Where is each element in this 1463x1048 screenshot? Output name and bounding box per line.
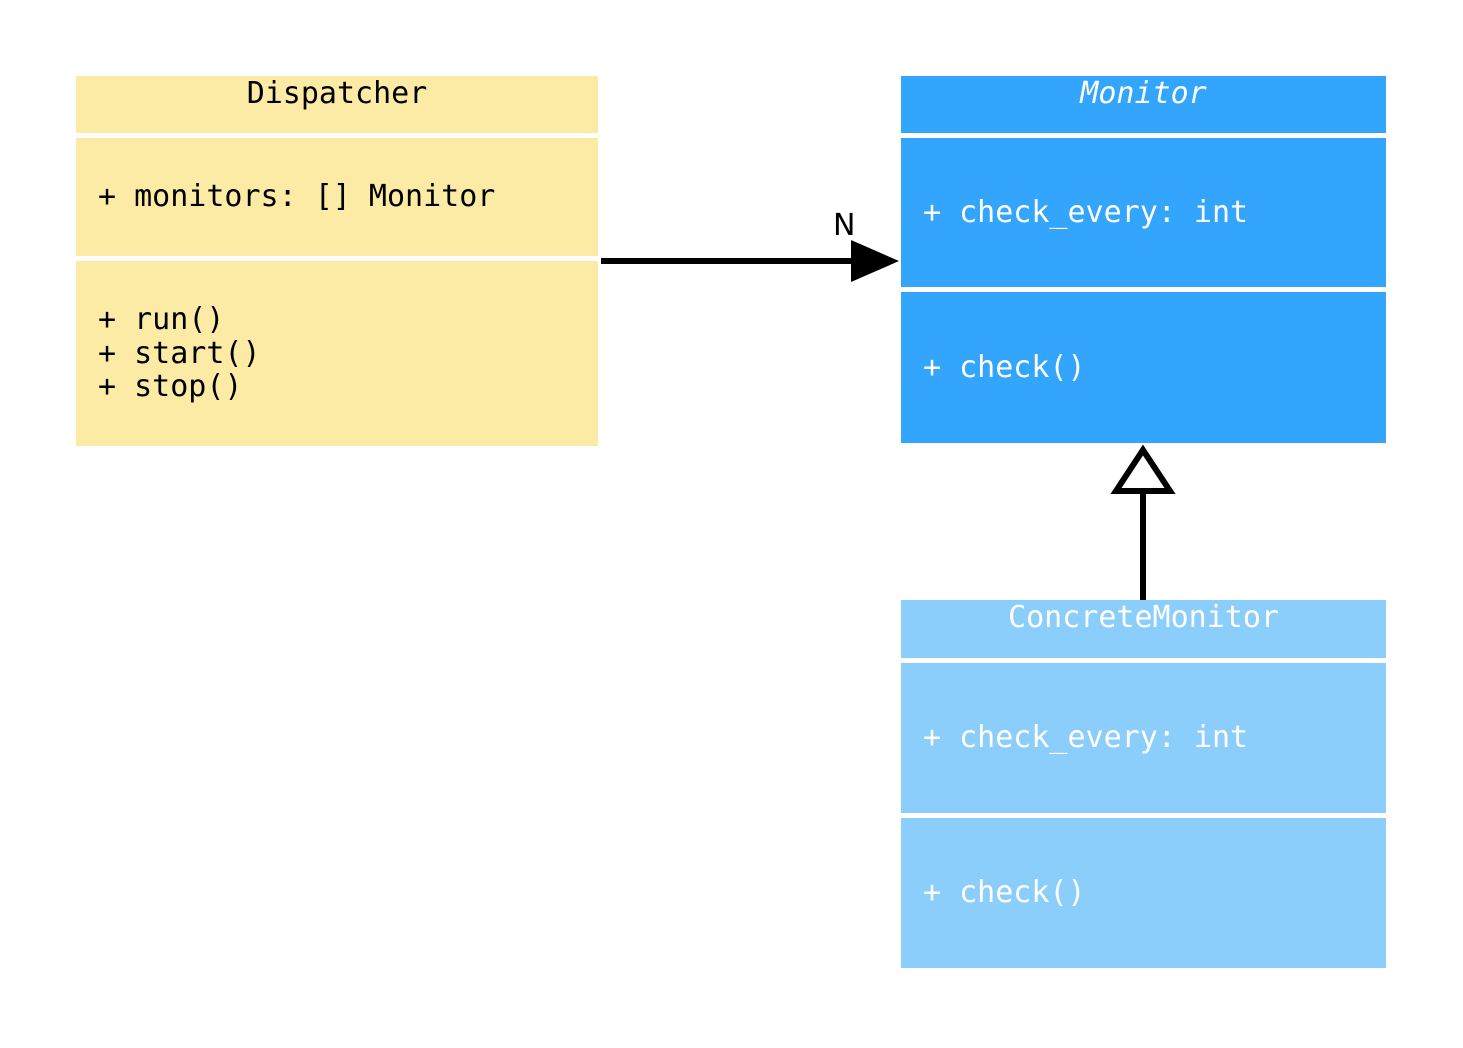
- attribute-row: + check_every: int: [923, 720, 1249, 756]
- operation-row: + start(): [98, 335, 261, 371]
- operation-row: + run(): [98, 302, 225, 338]
- class-box-dispatcher[interactable]: Dispatcher + monitors: [] Monitor + run(…: [76, 76, 598, 446]
- generalization-concretemonitor-to-monitor: [1110, 444, 1176, 600]
- class-attributes-compartment-monitor: + check_every: int: [901, 138, 1386, 287]
- association-dispatcher-to-monitor: [601, 240, 899, 282]
- class-name-monitor: Monitor: [1080, 76, 1207, 111]
- class-title-compartment-dispatcher: Dispatcher: [76, 76, 598, 133]
- association-arrowhead-icon: [851, 240, 899, 282]
- class-operations-compartment-monitor: + check(): [901, 292, 1386, 443]
- class-title-compartment-concretemonitor: ConcreteMonitor: [901, 600, 1386, 658]
- operation-row: + stop(): [98, 369, 243, 405]
- attribute-row: + check_every: int: [923, 194, 1249, 230]
- inheritance-triangle-icon: [1110, 444, 1176, 494]
- class-name-concretemonitor: ConcreteMonitor: [1008, 600, 1279, 635]
- class-name-dispatcher: Dispatcher: [246, 76, 428, 111]
- class-attributes-compartment-concretemonitor: + check_every: int: [901, 663, 1386, 813]
- class-operations-compartment-concretemonitor: + check(): [901, 818, 1386, 968]
- class-box-concretemonitor[interactable]: ConcreteMonitor + check_every: int + che…: [901, 600, 1386, 968]
- association-multiplicity-label: N: [833, 208, 856, 243]
- operation-row: + check(): [923, 875, 1086, 911]
- class-attributes-compartment-dispatcher: + monitors: [] Monitor: [76, 138, 598, 256]
- attribute-row: + monitors: [] Monitor: [98, 179, 496, 215]
- class-box-monitor[interactable]: Monitor + check_every: int + check(): [901, 76, 1386, 443]
- class-title-compartment-monitor: Monitor: [901, 76, 1386, 133]
- class-operations-compartment-dispatcher: + run() + start() + stop(): [76, 261, 598, 446]
- operation-row: + check(): [923, 349, 1086, 385]
